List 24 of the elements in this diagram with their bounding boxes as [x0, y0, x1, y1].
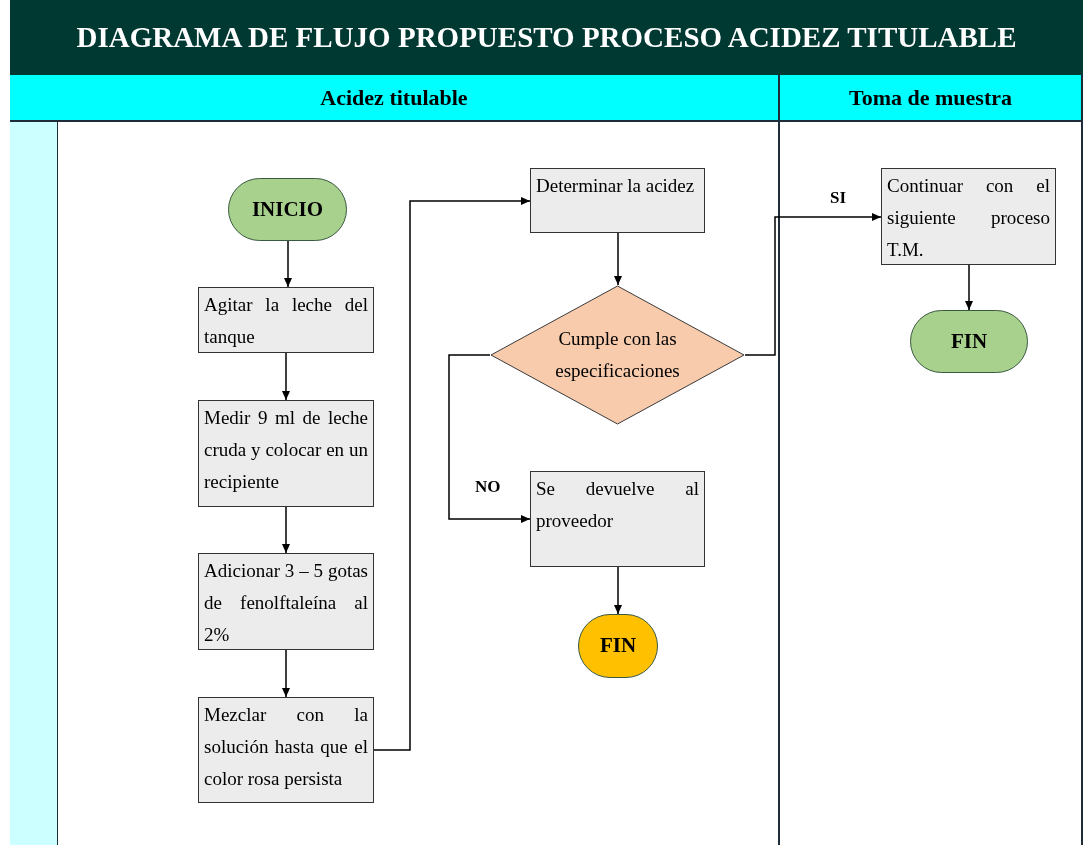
- process-box: Agitar la leche del tanque: [198, 287, 374, 353]
- arrow: [744, 213, 882, 356]
- process-box: Medir 9 ml de leche cruda y colocar en un recipiente: [198, 400, 374, 507]
- lane-header: Toma de muestra: [780, 75, 1081, 122]
- process-box: Adicionar 3 – 5 gotas de fenolftaleína al 2%: [198, 553, 374, 650]
- arrow: [284, 240, 292, 288]
- process-box: Determinar la acidez: [530, 168, 705, 233]
- title-bar: DIAGRAMA DE FLUJO PROPUESTO PROCESO ACIDEZ TITULABLE: [10, 0, 1083, 75]
- arrow: [373, 197, 531, 751]
- arrow: [282, 649, 290, 698]
- lane-header: Acidez titulable: [10, 75, 778, 122]
- decision-diamond: [490, 285, 745, 425]
- process-box: Continuar con el siguiente proceso T.M.: [881, 168, 1056, 265]
- swimlane: [780, 75, 1083, 845]
- arrow: [282, 506, 290, 554]
- process-box: Mezclar con la solución hasta que el color rosa persista: [198, 697, 374, 803]
- arrow: [282, 352, 290, 401]
- arrow: [965, 264, 973, 311]
- arrow: [448, 354, 531, 523]
- arrow: [614, 566, 622, 615]
- process-box: Se devuelve al proveedor: [530, 471, 705, 567]
- decision-text: Cumple con las especificaciones: [554, 327, 681, 383]
- arrow: [614, 232, 622, 286]
- swimlane: [10, 75, 780, 845]
